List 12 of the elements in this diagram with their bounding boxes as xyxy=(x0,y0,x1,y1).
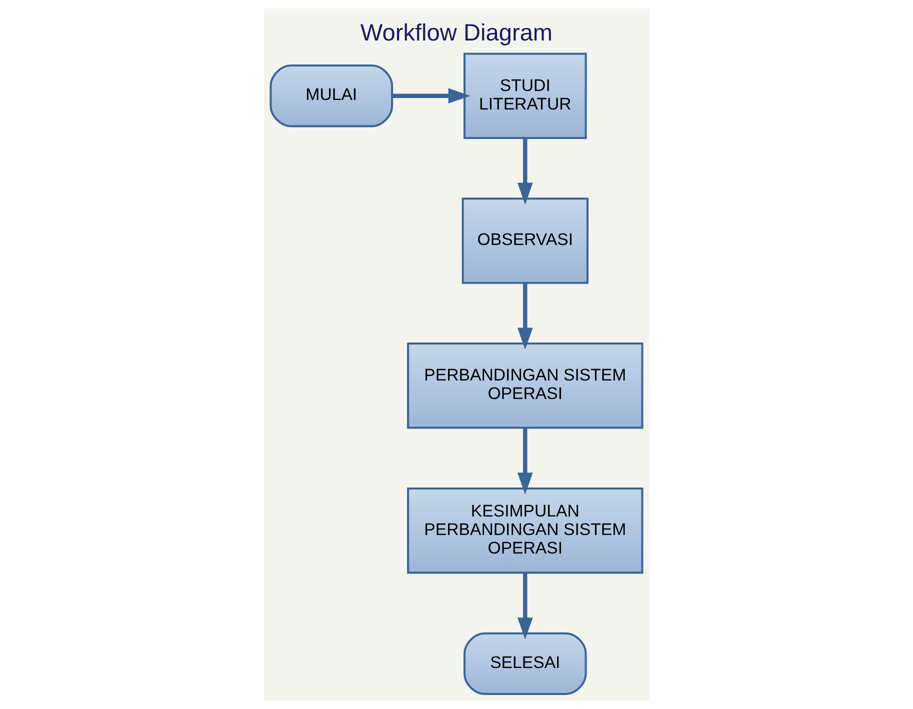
arrow xyxy=(517,283,533,350)
node-box: KESIMPULAN PERBANDINGAN SISTEM OPERASI xyxy=(407,487,644,574)
node-box: PERBANDINGAN SISTEM OPERASI xyxy=(407,342,644,429)
arrow xyxy=(517,138,533,205)
diagram-title: Workflow Diagram xyxy=(360,20,553,46)
arrow xyxy=(392,88,470,104)
node-box: SELESAI xyxy=(464,632,587,696)
node-box: MULAI xyxy=(270,64,394,128)
node-box: STUDI LITERATUR xyxy=(464,52,587,139)
arrow xyxy=(517,573,533,640)
arrow xyxy=(517,428,533,495)
node-box: OBSERVASI xyxy=(462,198,588,284)
